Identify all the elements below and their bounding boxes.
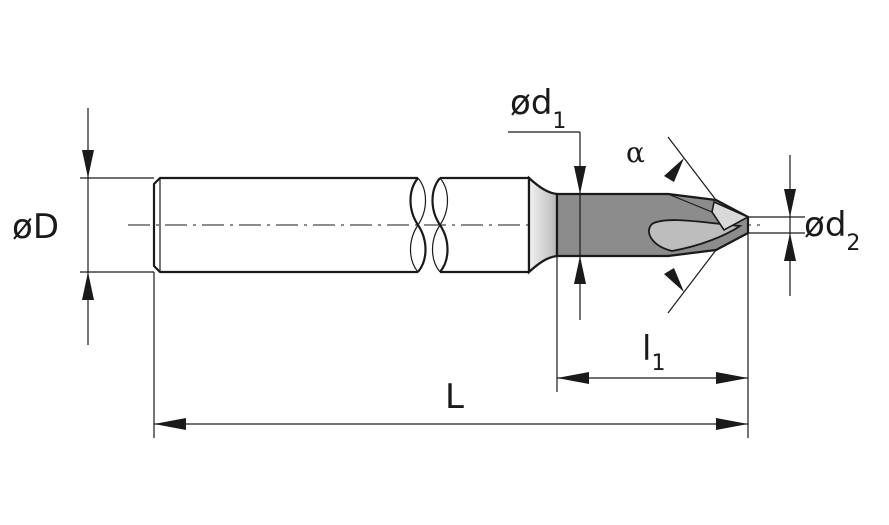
D-arrow-top <box>82 150 94 178</box>
break-line-left-inner <box>409 177 427 273</box>
D-label-main: D <box>33 207 59 247</box>
neck-transition <box>527 175 559 275</box>
d2-arrow-bottom <box>784 233 796 261</box>
l1-arrow-right <box>716 372 748 384</box>
alpha-label: α <box>626 136 645 169</box>
alpha-ext-top <box>667 136 717 201</box>
l1-label-sub: 1 <box>651 351 665 376</box>
shank-left <box>152 176 418 274</box>
tip-facet <box>711 200 750 232</box>
d1-label-sub: 1 <box>552 109 566 134</box>
d2-arrow-top <box>784 189 796 217</box>
d1-arrow-bottom <box>574 256 586 284</box>
d1-arrow-top <box>574 166 586 194</box>
d2-label-prefix: ø <box>804 205 825 245</box>
alpha-arrow-bottom <box>664 268 684 292</box>
d2-label-main: d <box>825 205 847 245</box>
d1-label-prefix: ø <box>510 83 531 123</box>
break-line-right-inner <box>431 177 449 273</box>
L-arrow-right <box>716 418 748 430</box>
cutter-edge <box>667 193 713 213</box>
D-label-prefix: ø <box>12 207 33 247</box>
D-label: øD <box>12 207 59 247</box>
d2-label-sub: 2 <box>846 231 860 256</box>
alpha-ext-bottom <box>667 249 717 314</box>
l1-arrow-left <box>557 372 589 384</box>
d1-label: ød1 <box>510 83 566 134</box>
L-arrow-left <box>154 418 186 430</box>
L-label: L <box>445 377 464 417</box>
flute-curve <box>648 219 743 252</box>
D-arrow-bottom <box>82 272 94 300</box>
l1-label: l1 <box>642 329 665 376</box>
d2-label: ød2 <box>804 205 860 256</box>
alpha-arrow-top <box>664 158 684 182</box>
d1-label-main: d <box>531 83 553 123</box>
l1-label-main: l <box>642 329 651 369</box>
